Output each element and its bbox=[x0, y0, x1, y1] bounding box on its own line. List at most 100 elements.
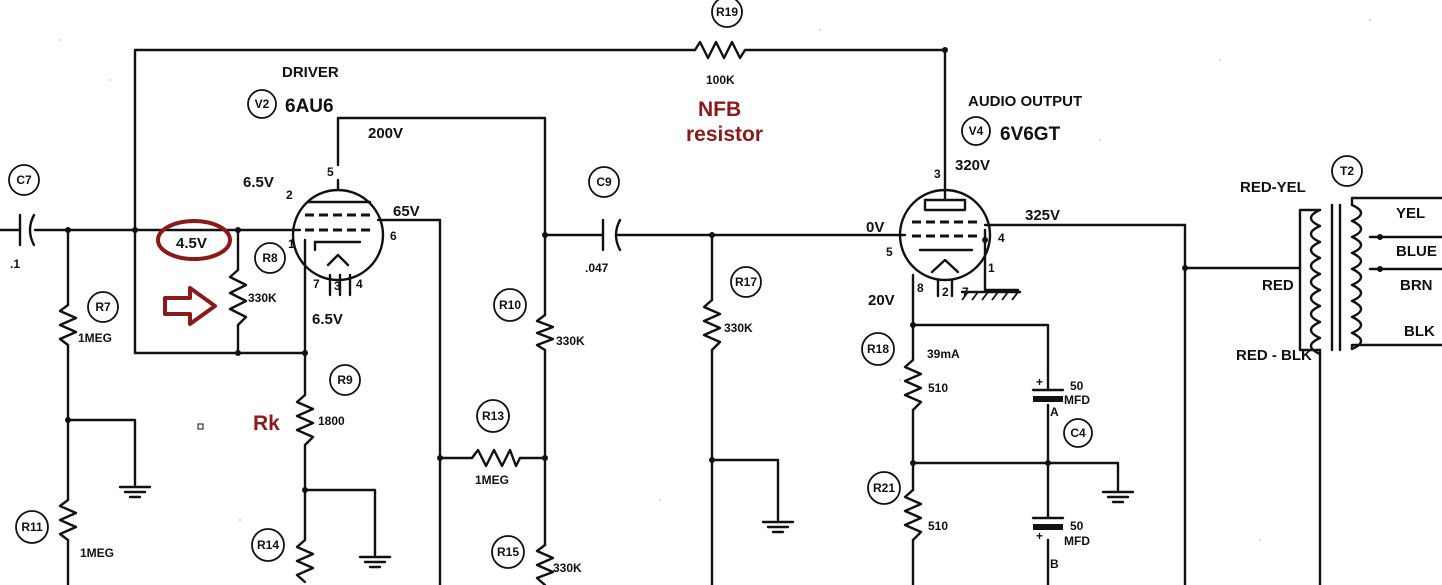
resistor-r19-icon bbox=[693, 40, 752, 60]
r21-value: 510 bbox=[928, 519, 948, 533]
svg-text:7: 7 bbox=[313, 277, 320, 291]
pin-numbers: 5 2 1 6 7 3 4 3 5 4 8 2 7 1 bbox=[286, 165, 1005, 299]
nfb-label: NFB bbox=[698, 98, 741, 121]
v2-grid-voltage: 6.5V bbox=[243, 174, 274, 191]
capacitor-c4a-icon: + bbox=[1031, 373, 1065, 402]
ground-symbols bbox=[118, 290, 1135, 569]
svg-text:R21: R21 bbox=[873, 481, 895, 495]
annotations: NFB resistor Rk bbox=[156, 98, 763, 435]
ref-r21: R21 bbox=[867, 471, 901, 505]
ref-r18: R18 bbox=[861, 332, 895, 366]
c7-value: .1 bbox=[10, 257, 20, 271]
ref-r14: R14 bbox=[251, 528, 285, 562]
resistor-r9-icon bbox=[295, 393, 315, 447]
svg-text:3: 3 bbox=[934, 167, 941, 181]
nfb-resistor-label: resistor bbox=[686, 123, 763, 146]
svg-text:2: 2 bbox=[942, 285, 949, 299]
v4-cathode-voltage: 20V bbox=[868, 292, 895, 309]
r10-value: 330K bbox=[556, 334, 585, 348]
r8-value: 330K bbox=[248, 291, 277, 305]
svg-text:5: 5 bbox=[886, 245, 893, 259]
v4-plate-voltage: 320V bbox=[955, 157, 990, 174]
svg-text:R13: R13 bbox=[482, 409, 504, 423]
resistor-r10-icon bbox=[535, 313, 555, 352]
svg-text:1: 1 bbox=[988, 261, 995, 275]
resistor-r11-icon bbox=[58, 498, 78, 542]
capacitor-c7-icon bbox=[0, 213, 36, 247]
resistor-r18-icon bbox=[903, 358, 923, 412]
ref-r15: R15 bbox=[491, 535, 525, 569]
r7-value: 1MEG bbox=[78, 331, 112, 345]
c9-value: .047 bbox=[585, 261, 609, 275]
ref-v4: V4 bbox=[961, 116, 991, 146]
v2-function: DRIVER bbox=[282, 64, 339, 81]
lead-blk: BLK bbox=[1404, 323, 1435, 340]
r17-value: 330K bbox=[724, 321, 753, 335]
lead-red: RED bbox=[1262, 277, 1294, 294]
svg-text:R15: R15 bbox=[497, 545, 519, 559]
tube-v2-icon bbox=[291, 178, 385, 297]
ref-t2: T2 bbox=[1331, 155, 1363, 187]
resistor-r8-icon bbox=[228, 268, 248, 327]
v4-grid-voltage: 0V bbox=[866, 219, 884, 236]
resistor-r7-icon bbox=[58, 303, 78, 347]
ground-icon bbox=[118, 485, 152, 499]
ref-r13: R13 bbox=[476, 399, 510, 433]
c4b-value: 50 bbox=[1070, 519, 1084, 533]
svg-text:R14: R14 bbox=[257, 538, 279, 552]
c4a-unit: MFD bbox=[1064, 393, 1090, 407]
ref-c4: C4 bbox=[1063, 418, 1093, 448]
rk-label: Rk bbox=[253, 412, 280, 435]
c4b-unit: MFD bbox=[1064, 534, 1090, 548]
resistor-r14-icon bbox=[295, 538, 315, 584]
svg-text:C4: C4 bbox=[1070, 426, 1086, 440]
ground-icon bbox=[358, 555, 392, 569]
r9-value: 1800 bbox=[318, 414, 345, 428]
v2-screen-voltage: 200V bbox=[368, 125, 403, 142]
v2-plate-voltage: 65V bbox=[393, 203, 420, 220]
r13-value: 1MEG bbox=[475, 473, 509, 487]
resistor-r21-icon bbox=[903, 488, 923, 542]
transformer-lead-labels: RED-YEL RED RED - BLK YEL BLUE BRN BLK bbox=[1236, 179, 1437, 364]
ref-c7: C7 bbox=[8, 164, 40, 196]
capacitor-c4b-icon: + bbox=[1031, 513, 1065, 543]
svg-text:C9: C9 bbox=[596, 175, 612, 189]
v2-type: 6AU6 bbox=[285, 96, 334, 117]
svg-text:R11: R11 bbox=[21, 520, 43, 534]
svg-text:T2: T2 bbox=[1340, 164, 1354, 178]
v4-function: AUDIO OUTPUT bbox=[968, 93, 1082, 110]
ref-r7: R7 bbox=[87, 291, 119, 323]
resistor-r15-icon bbox=[535, 543, 555, 585]
ref-v2: V2 bbox=[247, 89, 277, 119]
svg-text:4: 4 bbox=[998, 231, 1005, 245]
value-labels: 100K 330K 1MEG 1800 330K 1MEG 1MEG 330K … bbox=[10, 73, 1090, 575]
c4a-letter: A bbox=[1050, 405, 1059, 419]
ref-r10: R10 bbox=[493, 288, 527, 322]
r15-value: 330K bbox=[553, 561, 582, 575]
v4-cathode-current: 39mA bbox=[927, 347, 960, 361]
svg-text:R17: R17 bbox=[735, 275, 757, 289]
svg-text:6: 6 bbox=[390, 229, 397, 243]
svg-text:4: 4 bbox=[356, 277, 363, 291]
c4b-letter: B bbox=[1050, 557, 1059, 571]
transformer-t2-icon bbox=[1309, 196, 1442, 356]
svg-text:1: 1 bbox=[288, 237, 295, 251]
svg-text:3: 3 bbox=[334, 279, 341, 293]
scan-noise bbox=[59, 19, 1371, 541]
ref-c9: C9 bbox=[588, 166, 620, 198]
ellipse-highlight-icon bbox=[156, 219, 232, 261]
v4-type: 6V6GT bbox=[1000, 124, 1061, 145]
svg-text:2: 2 bbox=[286, 188, 293, 202]
lead-blue: BLUE bbox=[1396, 243, 1437, 260]
v4-screen-voltage: 325V bbox=[1025, 207, 1060, 224]
lead-yel: YEL bbox=[1396, 205, 1425, 222]
svg-text:R10: R10 bbox=[499, 298, 521, 312]
svg-text:R18: R18 bbox=[867, 342, 889, 356]
ref-r19: R19 bbox=[711, 0, 743, 28]
svg-text:5: 5 bbox=[327, 165, 334, 179]
ref-r17: R17 bbox=[730, 266, 762, 298]
r18-value: 510 bbox=[928, 381, 948, 395]
resistor-r13-icon bbox=[470, 448, 522, 468]
junction-dots bbox=[65, 47, 1188, 493]
